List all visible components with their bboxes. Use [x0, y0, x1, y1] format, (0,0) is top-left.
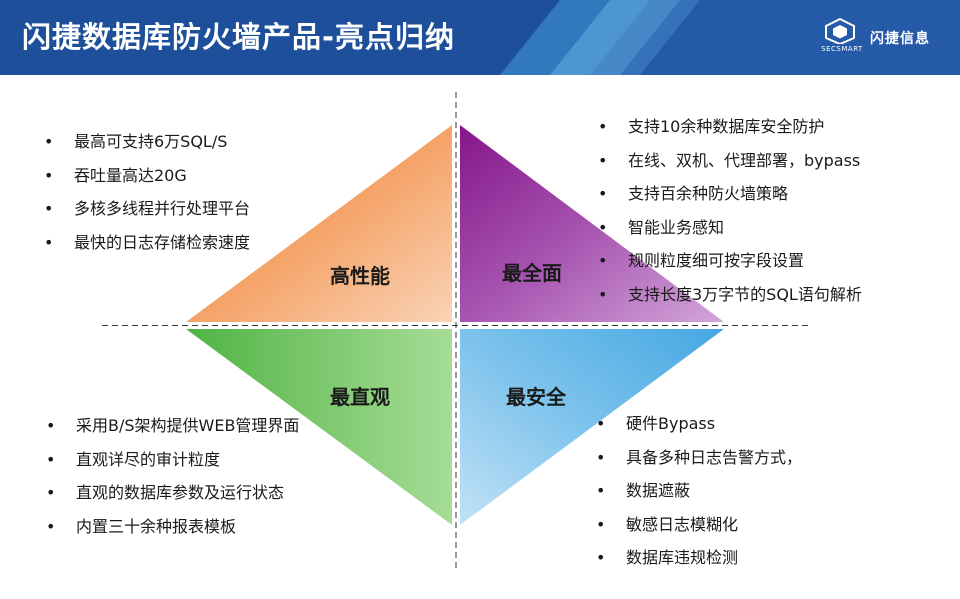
orange-triangle: [186, 125, 452, 322]
list-item: 硬件Bypass: [596, 412, 802, 446]
list-item: 在线、双机、代理部署，bypass: [598, 149, 862, 183]
performance-feature-list: 最高可支持6万SQL/S 吞吐量高达20G 多核多线程并行处理平台 最快的日志存…: [44, 130, 250, 264]
list-item: 最高可支持6万SQL/S: [44, 130, 250, 164]
list-item: 直观的数据库参数及运行状态: [46, 481, 299, 515]
label-performance: 高性能: [330, 264, 390, 288]
comprehensive-feature-list: 支持10余种数据库安全防护 在线、双机、代理部署，bypass 支持百余种防火墙…: [598, 115, 862, 317]
secure-feature-list: 硬件Bypass 具备多种日志告警方式， 数据遮蔽 敏感日志模糊化 数据库违规检…: [596, 412, 802, 580]
list-item: 具备多种日志告警方式，: [596, 446, 802, 480]
list-item: 采用B/S架构提供WEB管理界面: [46, 414, 299, 448]
list-item: 支持长度3万字节的SQL语句解析: [598, 283, 862, 317]
label-intuitive: 最直观: [330, 385, 390, 409]
logo-chinese-text: 闪捷信息: [870, 31, 930, 47]
green-triangle: [186, 329, 452, 525]
header-decoration: [500, 0, 960, 75]
list-item: 数据遮蔽: [596, 479, 802, 513]
list-item: 内置三十余种报表模板: [46, 515, 299, 549]
list-item: 支持10余种数据库安全防护: [598, 115, 862, 149]
company-logo: SECSMART 闪捷信息: [815, 18, 955, 58]
list-item: 规则粒度细可按字段设置: [598, 249, 862, 283]
list-item: 吞吐量高达20G: [44, 164, 250, 198]
label-comprehensive: 最全面: [502, 261, 562, 285]
list-item: 智能业务感知: [598, 216, 862, 250]
list-item: 多核多线程并行处理平台: [44, 197, 250, 231]
list-item: 最快的日志存储检索速度: [44, 231, 250, 265]
list-item: 支持百余种防火墙策略: [598, 182, 862, 216]
logo-english-text: SECSMART: [821, 45, 863, 53]
list-item: 敏感日志模糊化: [596, 513, 802, 547]
page-title: 闪捷数据库防火墙产品-亮点归纳: [22, 20, 456, 54]
list-item: 数据库违规检测: [596, 546, 802, 580]
header-bar: 闪捷数据库防火墙产品-亮点归纳 SECSMART 闪捷信息: [0, 0, 960, 75]
label-secure: 最安全: [506, 385, 566, 409]
intuitive-feature-list: 采用B/S架构提供WEB管理界面 直观详尽的审计粒度 直观的数据库参数及运行状态…: [46, 414, 299, 548]
list-item: 直观详尽的审计粒度: [46, 448, 299, 482]
hexagon-logo-icon: [825, 18, 855, 44]
blue-triangle: [460, 329, 724, 525]
